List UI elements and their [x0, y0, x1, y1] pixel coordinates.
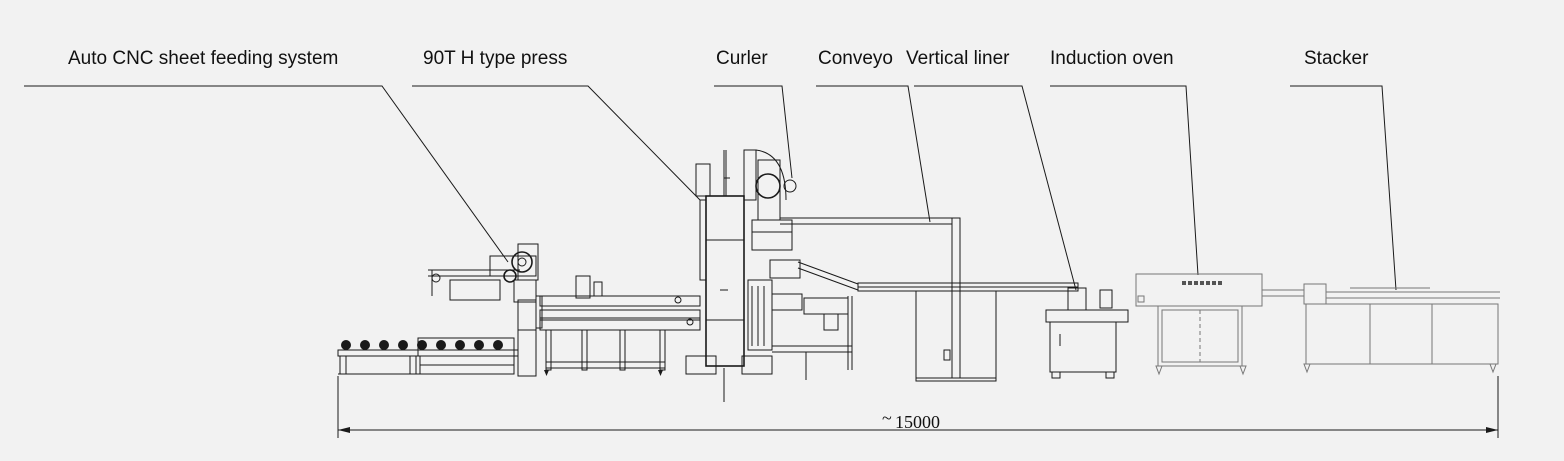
leader-stacker [1290, 85, 1397, 291]
label-feeder: Auto CNC sheet feeding system [68, 48, 338, 69]
dimension-line: ~ 15000 [337, 376, 1499, 438]
vertical-liner [1045, 287, 1129, 379]
leader-feeder [24, 85, 509, 263]
oven-vent [1194, 281, 1198, 285]
roller [398, 340, 408, 350]
roller [379, 340, 389, 350]
leader-conveyor [816, 85, 931, 223]
conveyor [780, 217, 1079, 382]
roller [417, 340, 427, 350]
oven-vent [1212, 281, 1216, 285]
leader-oven [1050, 85, 1199, 276]
transfer-table [535, 275, 701, 376]
press [685, 149, 787, 402]
label-induction-oven: Induction oven [1050, 48, 1174, 69]
roller [455, 340, 465, 350]
leader-liner [914, 85, 1077, 291]
sheet-feeder [428, 243, 539, 377]
oven-vent [1206, 281, 1210, 285]
roller [436, 340, 446, 350]
roller [474, 340, 484, 350]
induction-oven [1135, 273, 1304, 376]
label-conveyor: Conveyo [818, 48, 893, 69]
oven-vent [1188, 281, 1192, 285]
label-curler: Curler [716, 48, 768, 69]
oven-vent [1200, 281, 1204, 285]
roller [493, 340, 503, 350]
leader-curler [714, 85, 793, 179]
oven-vent [1182, 281, 1186, 285]
roller [360, 340, 370, 350]
oven-vent [1218, 281, 1222, 285]
dimension-value: 15000 [895, 412, 940, 432]
leader-lines [24, 85, 1397, 291]
dimension-tilde: ~ [882, 408, 892, 428]
label-press: 90T H type press [423, 48, 567, 69]
roller-table [337, 337, 519, 375]
roller [341, 340, 351, 350]
curler [747, 159, 853, 380]
stacker [1303, 283, 1500, 374]
label-stacker: Stacker [1304, 48, 1369, 69]
leader-press [412, 85, 701, 201]
label-vertical-liner: Vertical liner [906, 48, 1010, 69]
